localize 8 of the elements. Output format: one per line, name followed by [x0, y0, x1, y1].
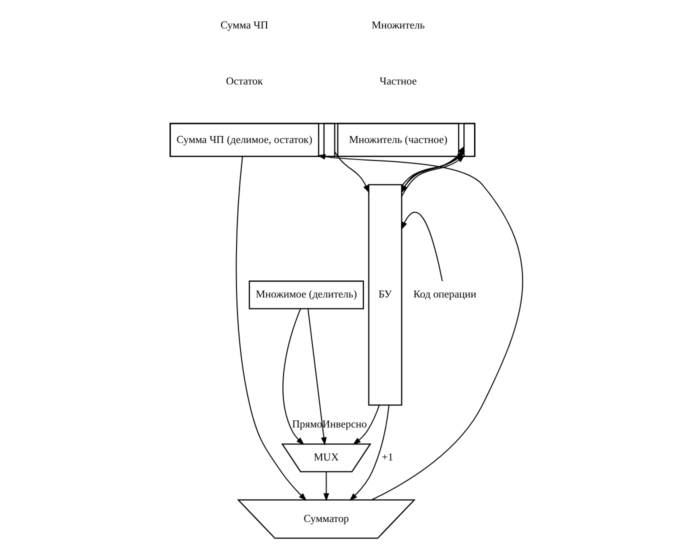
edge-label: Прямо — [292, 418, 322, 430]
node-text: Код операции — [413, 288, 476, 301]
label: Частное — [380, 75, 417, 88]
label: Сумма ЧП — [220, 19, 268, 32]
label: Остаток — [226, 75, 263, 88]
label: Множитель — [372, 19, 425, 32]
edge-label: +1 — [382, 452, 394, 464]
edge-label: Инверсно — [322, 418, 367, 430]
